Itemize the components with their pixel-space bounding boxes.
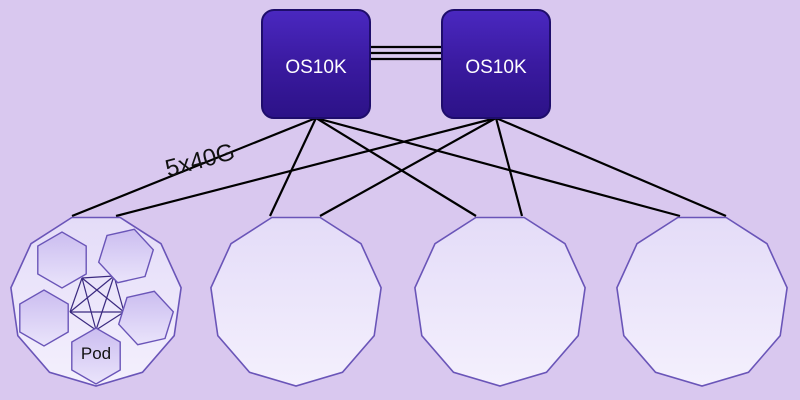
switch-sw2[interactable]: OS10K <box>441 9 551 119</box>
mesh-link-9 <box>69 311 97 331</box>
switch-sw1-label: OS10K <box>285 57 347 78</box>
mesh-link-3 <box>81 277 125 313</box>
mesh-link-4 <box>81 277 97 331</box>
pod-label: Pod <box>81 344 111 363</box>
uplink-3 <box>269 117 317 217</box>
pod-node-4[interactable] <box>117 290 175 346</box>
mesh-link-7 <box>95 275 115 331</box>
pod-pod2[interactable] <box>210 216 382 387</box>
mesh-link-10 <box>95 311 125 331</box>
mesh-link-6 <box>113 275 125 313</box>
uplink-5 <box>315 117 477 217</box>
uplink-group <box>71 116 727 218</box>
mesh-link-1 <box>81 275 115 279</box>
switch-sw2-label: OS10K <box>465 57 527 78</box>
uplink-8 <box>495 116 727 218</box>
uplink-2 <box>115 116 497 218</box>
mesh-link-2 <box>69 277 83 313</box>
switch-sw2-box <box>441 9 551 119</box>
mesh-link-5 <box>69 275 115 313</box>
uplink-6 <box>494 117 524 217</box>
switch-sw1-box <box>261 9 371 119</box>
uplink-4 <box>319 117 497 217</box>
pod-node-1[interactable] <box>37 231 87 289</box>
pod-pod3[interactable] <box>414 216 586 387</box>
switch-sw1[interactable]: OS10K <box>261 9 371 119</box>
pod-pod1-internals: Pod <box>19 228 175 385</box>
uplink-7 <box>315 116 681 218</box>
pod-hex-nodes <box>19 228 175 385</box>
pod-mesh-links <box>69 275 125 331</box>
uplink-1 <box>71 116 317 218</box>
inter-switch-link <box>368 45 446 61</box>
pod-node-5[interactable] <box>71 327 121 385</box>
pod-node-2[interactable] <box>97 228 155 284</box>
pod-pod4[interactable] <box>616 216 788 387</box>
pod-node-3[interactable] <box>19 289 69 347</box>
